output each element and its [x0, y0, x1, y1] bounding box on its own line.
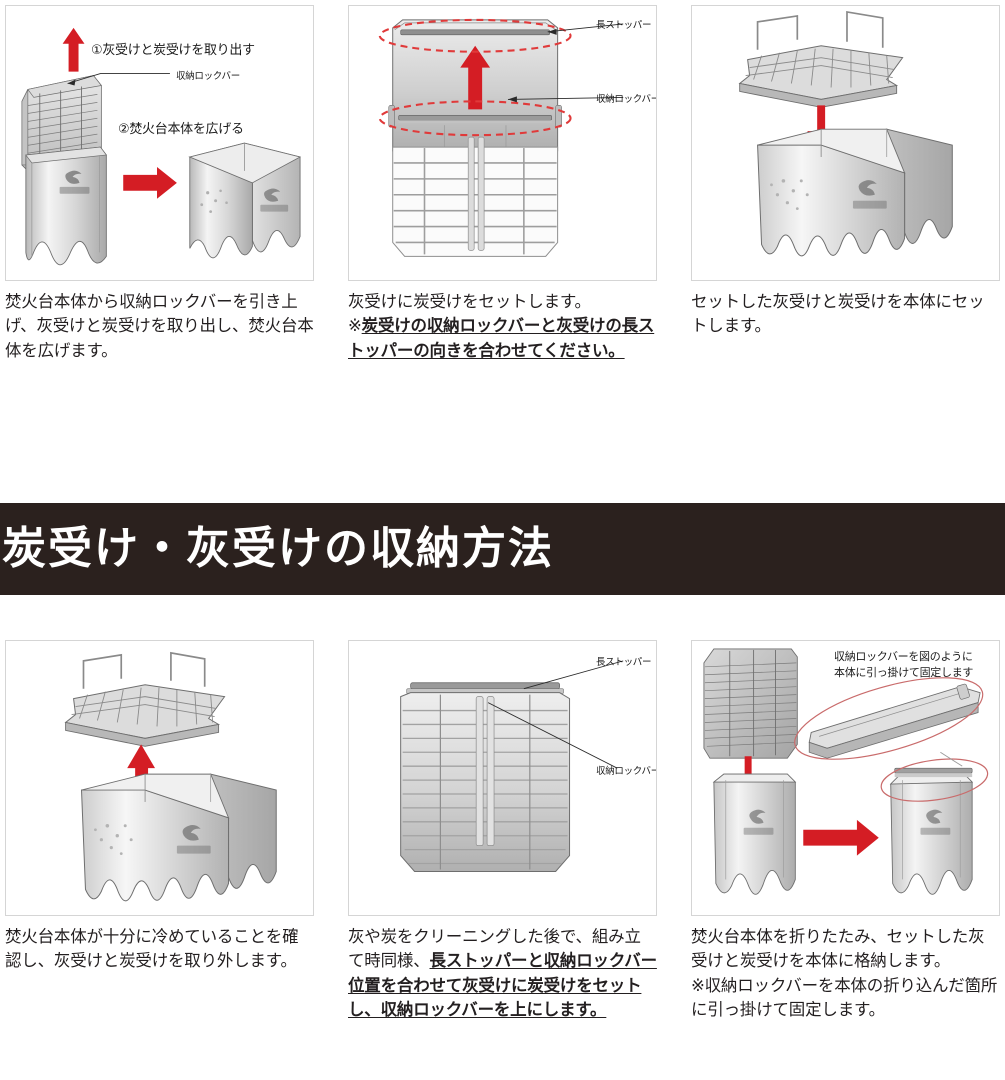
caption-panel-2: 灰受けに炭受けをセットします。 ※炭受けの収納ロックバーと灰受けの長ストッパーの…: [348, 281, 657, 363]
panel-cell-1: ①灰受けと炭受けを取り出す 収納ロックバー ②焚火台本体を広げる 焚火台本体から…: [5, 5, 314, 363]
vent-holes: [770, 179, 809, 211]
part-label-lock-bar: 収納ロックバー: [596, 766, 657, 777]
leader-line-long-stopper: [547, 23, 624, 35]
brand-logo-mark: [743, 809, 774, 835]
leader-line-lock-bar: [67, 73, 170, 86]
caption-panel-6: 焚火台本体を折りたたみ、セットした灰受けと炭受けを本体に格納します。 ※収納ロッ…: [691, 916, 1000, 1022]
note-label-line-2: 本体に引っ掛けて固定します: [834, 665, 974, 679]
leader-line-lock-bar: [507, 96, 624, 103]
top-panel-row: ①灰受けと炭受けを取り出す 収納ロックバー ②焚火台本体を広げる 焚火台本体から…: [0, 5, 1005, 363]
vent-holes: [94, 824, 133, 855]
opened-fire-pit-body: [757, 128, 953, 257]
folded-body-after: [889, 767, 974, 895]
illustration-panel-set-charcoal-tray: 長ストッパー 収納ロックバー: [348, 5, 657, 281]
stored-lock-bar: [894, 767, 973, 774]
illustration-remove-trays-cooled: [64, 651, 277, 902]
part-label-long-stopper: 長ストッパー: [596, 20, 652, 31]
illustration-fold-and-store: [703, 648, 989, 895]
charcoal-grate: [392, 136, 559, 257]
note-label-lock-bar-hook: 収納ロックバーを図のように 本体に引っ掛けて固定します: [834, 649, 973, 681]
grate-with-handles: [64, 651, 226, 747]
arrow-up-red: [62, 27, 85, 72]
caption-panel-2-emphasis: 炭受けの収納ロックバーと灰受けの長ストッパーの向きを合わせてください。: [348, 316, 655, 360]
panel-cell-5: 長ストッパー 収納ロックバー 灰や炭をクリーニングした後で、組み立て時同様、長ス…: [348, 640, 657, 1022]
caption-panel-1: 焚火台本体から収納ロックバーを引き上げ、灰受けと炭受けを取り出し、焚火台本体を広…: [5, 292, 314, 360]
brand-logo-mark: [852, 180, 887, 209]
illustration-panel-align-parts: 長ストッパー 収納ロックバー: [348, 640, 657, 916]
assembled-tray-stack: [400, 682, 571, 872]
caption-panel-5-emphasis: 長ストッパーと収納ロックバー位置を合わせて灰受けに炭受けをセットし、収納ロックバ…: [348, 951, 657, 1019]
callout-connector: [940, 751, 963, 767]
brand-logo-mark: [920, 809, 951, 835]
brand-logo-mark: [176, 825, 211, 854]
caption-panel-5: 灰や炭をクリーニングした後で、組み立て時同様、長ストッパーと収納ロックバー位置を…: [348, 916, 657, 1022]
folded-body-before: [712, 773, 797, 895]
caption-panel-3: セットした灰受けと炭受けを本体にセットします。: [691, 292, 985, 336]
caption-panel-5-plain: 灰や炭をクリーニングした後で、組み立て時同様、: [348, 927, 641, 971]
folded-fire-pit-body: [25, 146, 107, 266]
part-label-long-stopper: 長ストッパー: [596, 657, 652, 668]
part-label-lock-bar: 収納ロックバー: [596, 94, 657, 105]
arrow-right-red: [123, 166, 177, 199]
panel-cell-4: 焚火台本体が十分に冷めていることを確認し、灰受けと炭受けを取り外します。: [5, 640, 314, 1022]
brand-logo-mark: [260, 188, 289, 212]
illustration-panel-remove-trays: ①灰受けと炭受けを取り出す 収納ロックバー ②焚火台本体を広げる: [5, 5, 314, 281]
caption-panel-2-note: ※炭受けの収納ロックバーと灰受けの長ストッパーの向きを合わせてください。: [348, 314, 657, 363]
panel-cell-2: 長ストッパー 収納ロックバー 灰受けに炭受けをセットします。 ※炭受けの収納ロッ…: [348, 5, 657, 363]
note-mark: ※: [348, 316, 362, 336]
panel-cell-6: 収納ロックバーを図のように 本体に引っ掛けて固定します 焚火台本体を折りたたみ、…: [691, 640, 1000, 1022]
illustration-remove-trays: [21, 27, 302, 266]
grate-with-handles: [738, 10, 904, 108]
wire-handles: [756, 10, 884, 50]
folded-tray-stack: [703, 648, 798, 759]
highlight-ellipse-long-stopper: [378, 18, 572, 53]
note-label-line-1: 収納ロックバーを図のように: [834, 650, 973, 663]
arrow-up-red: [460, 45, 491, 110]
panel-cell-3: セットした灰受けと炭受けを本体にセットします。: [691, 5, 1000, 363]
opened-fire-pit-body: [80, 773, 277, 902]
leader-line-long-stopper: [523, 660, 624, 690]
step-label-1: ①灰受けと炭受けを取り出す: [91, 43, 255, 58]
illustration-align-parts: [400, 660, 624, 872]
opened-fire-pit-body: [188, 142, 302, 259]
part-label-lock-bar: 収納ロックバー: [176, 71, 240, 82]
illustration-panel-remove-trays-cooled: [5, 640, 314, 916]
highlight-ellipse-lock-bar: [378, 100, 572, 137]
section-banner-title: 炭受け・灰受けの収納方法: [2, 523, 554, 574]
caption-panel-4: 焚火台本体が十分に冷めていることを確認し、灰受けと炭受けを取り外します。: [5, 927, 299, 971]
illustration-panel-install-trays: [691, 5, 1000, 281]
brand-logo-mark: [59, 170, 90, 194]
illustration-set-charcoal-tray: [378, 18, 624, 257]
section-banner: 炭受け・灰受けの収納方法: [0, 503, 1005, 595]
centre-rail: [475, 696, 495, 847]
leader-line-lock-bar: [487, 702, 618, 769]
storage-lock-bar: [398, 114, 552, 124]
illustration-install-trays: [738, 10, 953, 257]
long-stopper-bar: [410, 682, 560, 690]
centre-rail: [467, 136, 485, 251]
bottom-panel-row: 焚火台本体が十分に冷めていることを確認し、灰受けと炭受けを取り外します。: [0, 640, 1005, 1022]
long-stopper-bar: [400, 29, 550, 36]
step-label-2: ②焚火台本体を広げる: [118, 122, 244, 137]
folded-grate-stack: [21, 75, 103, 172]
arrow-right-red: [803, 819, 879, 856]
caption-panel-2-plain: 灰受けに炭受けをセットします。: [348, 292, 591, 311]
callout-ellipse-lock-bar-detail: [794, 677, 984, 760]
caption-panel-6-line-2: ※収納ロックバーを本体の折り込んだ箇所に引っ掛けて固定します。: [691, 975, 998, 1019]
caption-panel-6-line-1: 焚火台本体を折りたたみ、セットした灰受けと炭受けを本体に格納します。: [691, 927, 985, 971]
lock-bar-detail: [808, 683, 981, 759]
wire-handles: [82, 651, 206, 689]
illustration-panel-fold-and-store: 収納ロックバーを図のように 本体に引っ掛けて固定します: [691, 640, 1000, 916]
callout-ellipse-stored-lock-bar: [880, 758, 989, 802]
